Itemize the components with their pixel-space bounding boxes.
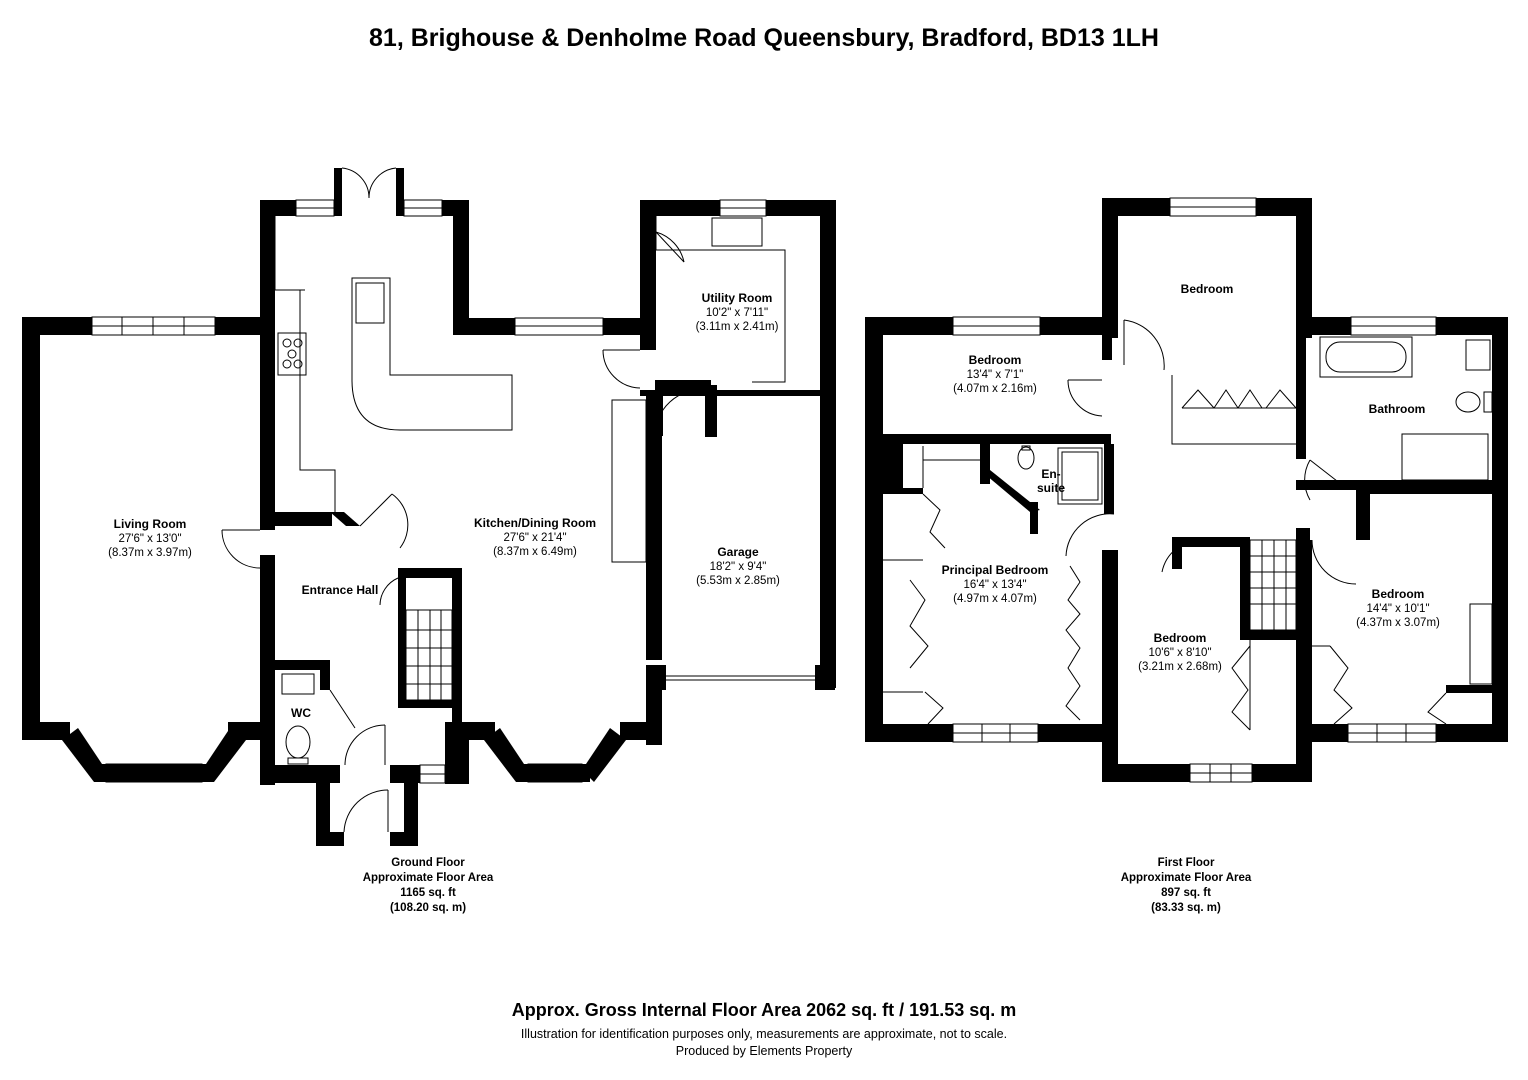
bedroom-mid-name: Bedroom (1154, 631, 1207, 645)
living-room-name: Living Room (114, 517, 187, 531)
bedroom-right-imperial: 14'4" x 10'1" (1366, 603, 1429, 615)
kitchen-name: Kitchen/Dining Room (474, 516, 596, 530)
first-floor-area-label: First Floor Approximate Floor Area 897 s… (1086, 856, 1286, 916)
utility-name: Utility Room (702, 291, 773, 305)
kitchen-metric: (8.37m x 6.49m) (493, 546, 577, 558)
property-address-title: 81, Brighouse & Denholme Road Queensbury… (369, 24, 1159, 52)
first-floor-subtitle: Approximate Floor Area (1120, 872, 1252, 884)
entrance-hall-name: Entrance Hall (302, 583, 379, 597)
living-room-metric: (8.37m x 3.97m) (108, 547, 192, 559)
first-floor-outlines (883, 197, 1493, 783)
living-room-imperial: 27'6" x 13'0" (118, 533, 181, 545)
garage-name: Garage (717, 545, 759, 559)
room-labels: Living Room 27'6" x 13'0" (8.37m x 3.97m… (108, 282, 1440, 720)
principal-bedroom-name: Principal Bedroom (942, 563, 1049, 577)
bathroom-name: Bathroom (1369, 402, 1426, 416)
principal-bedroom-metric: (4.97m x 4.07m) (953, 593, 1037, 605)
garage-imperial: 18'2" x 9'4" (710, 561, 767, 573)
ground-floor-outlines (91, 167, 820, 833)
ground-floor-subtitle: Approximate Floor Area (362, 872, 494, 884)
utility-metric: (3.11m x 2.41m) (696, 321, 779, 333)
bedroom-small-imperial: 13'4" x 7'1" (967, 369, 1024, 381)
ground-floor-walls (22, 168, 836, 846)
first-floor-sqft: 897 sq. ft (1161, 887, 1211, 899)
bedroom-right-metric: (4.37m x 3.07m) (1356, 617, 1440, 629)
bedroom-right-name: Bedroom (1372, 587, 1425, 601)
disclaimer-text: Illustration for identification purposes… (520, 1027, 1008, 1041)
kitchen-imperial: 27'6" x 21'4" (503, 532, 566, 544)
utility-imperial: 10'2" x 7'11" (706, 307, 768, 319)
bedroom-mid-imperial: 10'6" x 8'10" (1148, 647, 1211, 659)
bedroom-small-metric: (4.07m x 2.16m) (953, 383, 1037, 395)
principal-bedroom-imperial: 16'4" x 13'4" (963, 579, 1026, 591)
ensuite-name-1: En- (1041, 467, 1060, 481)
gross-floor-area: Approx. Gross Internal Floor Area 2062 s… (511, 1000, 1017, 1020)
wc-name: WC (291, 706, 311, 720)
ensuite-name-2: suite (1037, 481, 1065, 495)
first-floor-sqm: (83.33 sq. m) (1151, 902, 1221, 914)
ground-floor-sqft: 1165 sq. ft (400, 887, 456, 899)
produced-by-text: Produced by Elements Property (675, 1044, 853, 1058)
ground-floor-area-label: Ground Floor Approximate Floor Area 1165… (328, 856, 528, 916)
bedroom-top-name: Bedroom (1181, 282, 1234, 296)
first-floor-walls (865, 198, 1508, 782)
ground-floor-title: Ground Floor (391, 857, 465, 869)
ground-floor-sqm: (108.20 sq. m) (389, 902, 467, 914)
bedroom-mid-metric: (3.21m x 2.68m) (1138, 661, 1222, 673)
bedroom-small-name: Bedroom (969, 353, 1022, 367)
first-floor-title: First Floor (1157, 857, 1215, 869)
garage-metric: (5.53m x 2.85m) (696, 575, 780, 587)
